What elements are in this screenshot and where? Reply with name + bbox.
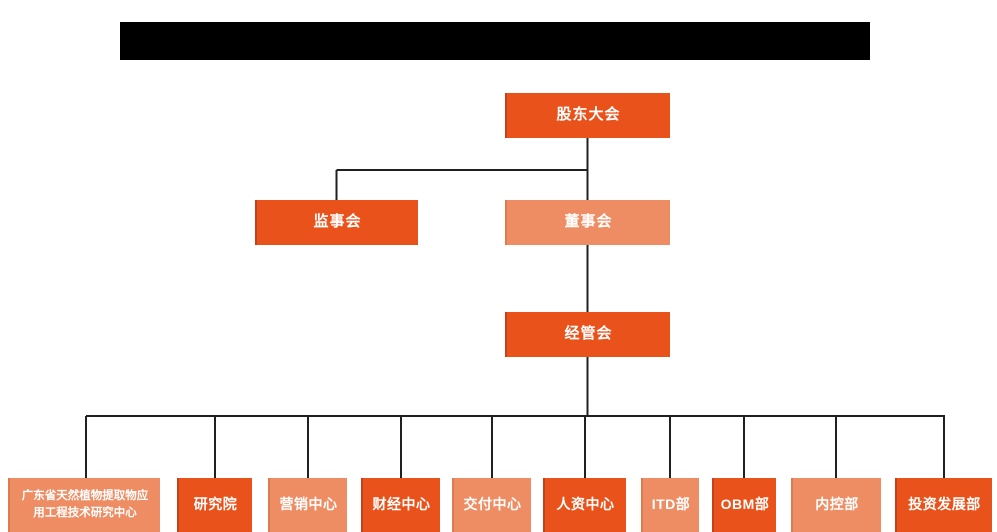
org-node-marketing[interactable]: 营销中心 — [268, 478, 347, 532]
org-node-label-itd: ITD部 — [651, 496, 691, 513]
org-node-label-finance: 财经中心 — [372, 496, 431, 513]
org-node-internal-ctl[interactable]: 内控部 — [791, 478, 881, 532]
org-node-label-rd-center: 广东省天然植物提取物应 用工程技术研究中心 — [21, 490, 149, 519]
org-node-label-management: 经管会 — [564, 325, 613, 343]
org-node-label-internal-ctl: 内控部 — [815, 496, 859, 513]
org-node-supervisors[interactable]: 监事会 — [255, 200, 418, 245]
org-node-institute[interactable]: 研究院 — [177, 478, 252, 532]
org-node-label-institute: 研究院 — [193, 496, 238, 513]
org-node-label-shareholders: 股东大会 — [556, 106, 621, 124]
org-node-directors[interactable]: 董事会 — [505, 200, 670, 245]
org-node-obm[interactable]: OBM部 — [712, 478, 776, 532]
org-node-label-delivery: 交付中心 — [463, 496, 522, 513]
redacted-title-bar — [120, 22, 870, 60]
org-node-label-marketing: 营销中心 — [279, 496, 338, 513]
org-node-delivery[interactable]: 交付中心 — [452, 478, 531, 532]
org-node-finance[interactable]: 财经中心 — [361, 478, 440, 532]
org-node-hr[interactable]: 人资中心 — [543, 478, 626, 532]
org-node-rd-center[interactable]: 广东省天然植物提取物应 用工程技术研究中心 — [8, 478, 160, 532]
org-node-shareholders[interactable]: 股东大会 — [505, 93, 670, 138]
org-node-investment[interactable]: 投资发展部 — [895, 478, 992, 532]
org-node-management[interactable]: 经管会 — [505, 312, 670, 357]
org-node-label-hr: 人资中心 — [556, 496, 615, 513]
org-node-label-directors: 董事会 — [564, 213, 613, 231]
org-node-label-investment: 投资发展部 — [908, 496, 981, 513]
org-node-label-supervisors: 监事会 — [313, 213, 362, 231]
org-node-itd[interactable]: ITD部 — [641, 478, 699, 532]
org-node-label-obm: OBM部 — [720, 496, 770, 513]
